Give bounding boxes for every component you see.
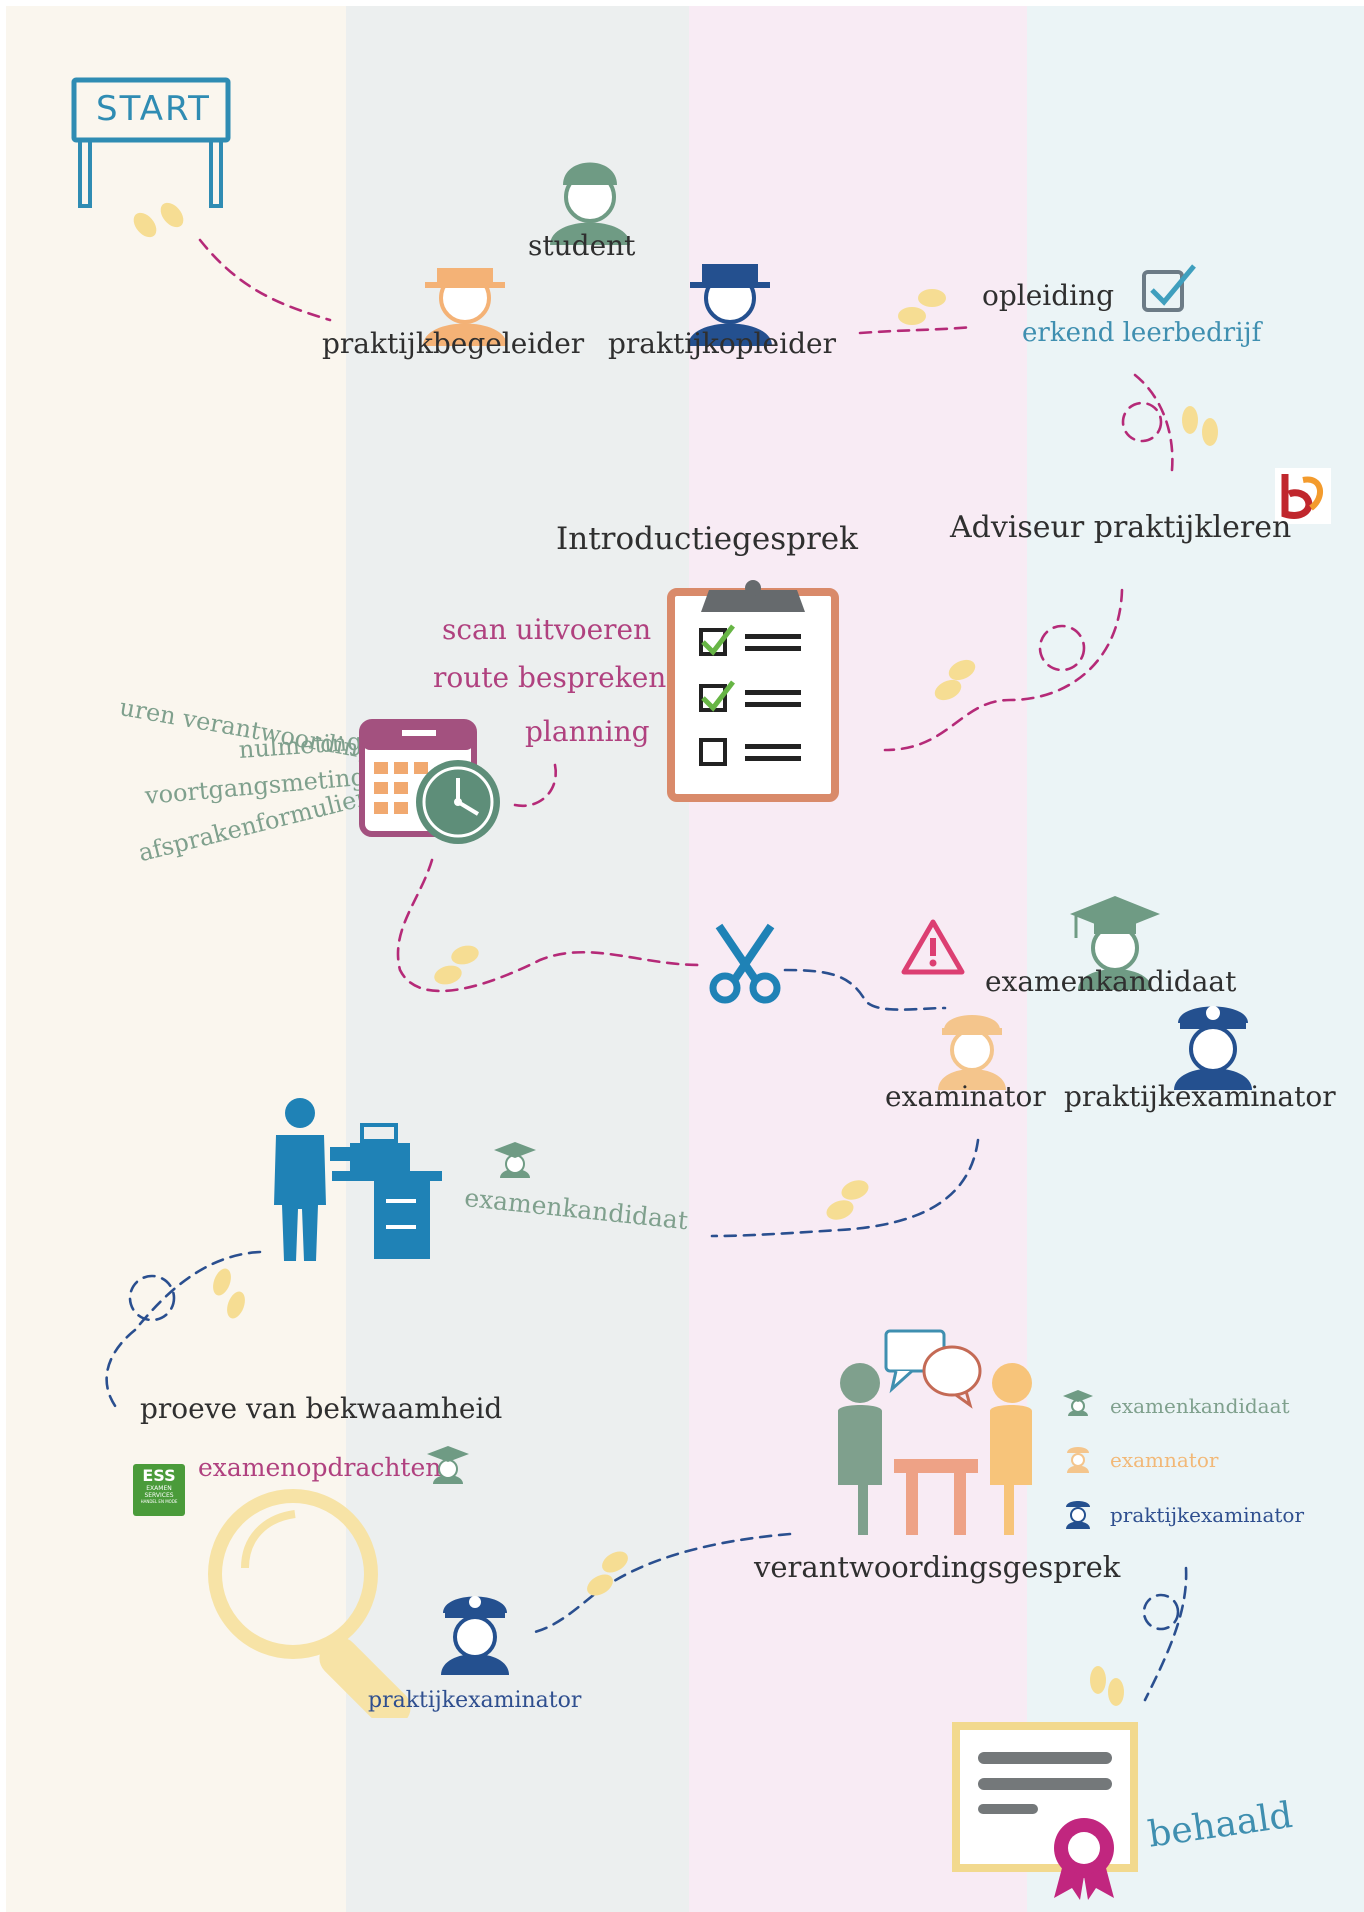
legend-examinator-icon (1067, 1447, 1089, 1473)
path-scissors (396, 858, 702, 993)
examinator-icon (938, 1015, 1006, 1090)
praktijkbegeleider-label: praktijkbegeleider (322, 327, 585, 360)
start-label: START (96, 89, 211, 129)
ess-logo-sub2: SERVICES (144, 1492, 174, 1499)
graduate-icon (1070, 896, 1160, 990)
opleiding-label: opleiding (982, 279, 1115, 312)
loop-final (1142, 1593, 1180, 1631)
intro-step-route: route bespreken (433, 661, 667, 694)
intro-title: Introductiegesprek (556, 521, 858, 557)
band-blue (1027, 6, 1364, 1912)
ess-logo-text: ESS (142, 1466, 176, 1485)
erkend-leerbedrijf-label: erkend leerbedrijf (1022, 318, 1262, 348)
path-adviseur (1133, 373, 1174, 472)
student-icon (550, 162, 630, 245)
path-opleiding (858, 325, 974, 335)
legend-examenkandidaat: examenkandidaat (1110, 1394, 1290, 1418)
start-sign-icon (71, 77, 231, 208)
police-officer-icon (1174, 1006, 1252, 1090)
path-clipboard (883, 588, 1124, 752)
praktijkbegeleider-icon (423, 268, 507, 346)
loop-clipboard (1038, 624, 1086, 672)
path-verantwoording (533, 1532, 792, 1634)
band-cream (6, 6, 346, 1912)
praktijkopleider-label: praktijkopleider (608, 327, 836, 360)
checkbox-icon (1142, 264, 1196, 312)
warning-icon (901, 919, 965, 975)
proeve-title: proeve van bekwaamheid (140, 1392, 503, 1425)
examenopdrachten-label: examenopdrachten (198, 1453, 442, 1482)
legend-praktijkexaminator: praktijkexaminator (1110, 1503, 1305, 1527)
praktijkexaminator-label: praktijkexaminator (1064, 1080, 1336, 1113)
ess-logo-icon: ESS EXAMEN SERVICES HANDEL EN MODE (133, 1464, 185, 1516)
band-grey (346, 6, 689, 1912)
intro-step-planning: planning (525, 715, 650, 748)
path-proeve (105, 1250, 262, 1412)
path-workplace (710, 1138, 980, 1238)
graduate-small-icon (494, 1142, 536, 1178)
examenkandidaat-label: examenkandidaat (985, 965, 1237, 998)
praktijkopleider-icon (688, 264, 772, 346)
clipboard-icon (667, 580, 839, 802)
path-calendar (513, 763, 558, 808)
magnifier-icon (208, 1489, 411, 1718)
legend-examnator: examnator (1110, 1448, 1219, 1472)
conversation-icon (838, 1329, 1032, 1535)
police-officer-small-icon (441, 1596, 509, 1675)
adviseur-label: Adviseur praktijkleren (950, 510, 1292, 545)
footprints-icon (133, 202, 1218, 1706)
certificate-icon (952, 1722, 1138, 1900)
path-final (1143, 1566, 1188, 1702)
loop-adviseur (1121, 401, 1163, 443)
examinator-label: examinator (885, 1080, 1046, 1113)
ess-logo-sub1: EXAMEN (146, 1485, 172, 1492)
path-start (198, 238, 332, 322)
cashier-icon (274, 1098, 442, 1261)
legend-graduate-icon (1063, 1390, 1093, 1416)
graduate-opdrachten-icon (427, 1446, 469, 1484)
verantwoording-title: verantwoordingsgesprek (754, 1550, 1121, 1584)
sbb-logo-icon (1275, 468, 1331, 524)
legend-police-icon (1066, 1501, 1090, 1529)
scissors-icon (709, 923, 781, 1004)
student-label: student (528, 229, 636, 262)
intro-step-scan: scan uitvoeren (442, 613, 652, 646)
loop-proeve (128, 1274, 176, 1322)
ess-logo-sub3: HANDEL EN MODE (140, 1499, 178, 1504)
proeve-praktijkexaminator: praktijkexaminator (368, 1688, 582, 1713)
calendar-clock-icon (359, 719, 500, 844)
